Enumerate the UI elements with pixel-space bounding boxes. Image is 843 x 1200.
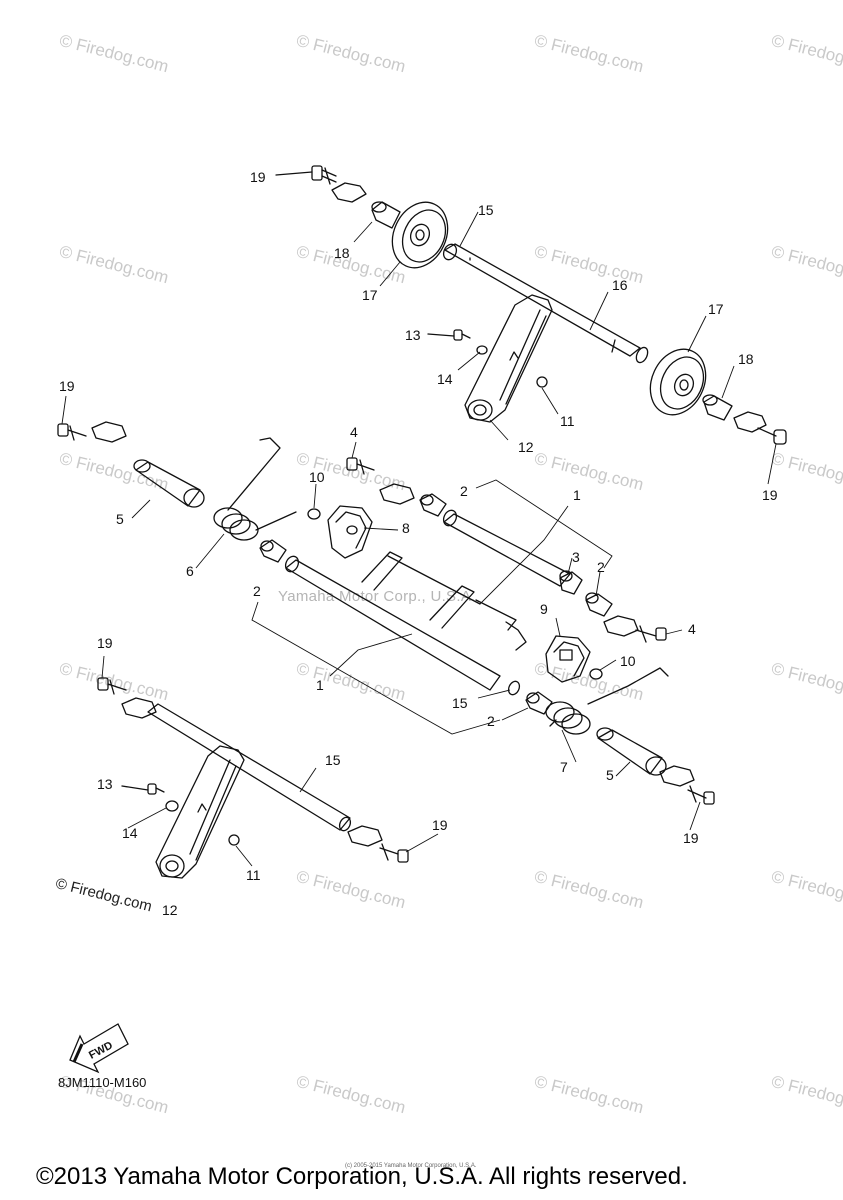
callout-label: 19 [683,830,699,846]
bolt-13-top [427,329,471,341]
tiny-copyright: (c) 2005-2015 Yamaha Motor Corporation, … [345,1163,477,1169]
spring-6 [213,437,297,541]
callout-label: 10 [309,469,325,485]
bolt-13-bottom [121,783,165,795]
bolt-19-left [57,423,87,441]
callout-label: 19 [97,635,113,651]
wheel-17-top [391,201,449,269]
callout-label: 12 [518,439,534,455]
callout-label: 15 [478,202,494,218]
bracket-9 [545,635,591,683]
bolt-4-right [635,625,667,643]
callout-label: 14 [122,825,138,841]
bolt-19-right [757,427,787,445]
bracket-8 [327,505,373,559]
washer-right-lower [659,765,695,787]
callout-label: 13 [97,776,113,792]
callout-label: 4 [350,424,358,440]
collar-2-b [585,592,613,617]
callout-label: 5 [606,767,614,783]
callout-label: 10 [620,653,636,669]
nut-11-top [536,376,548,388]
washer-bottom-right [347,825,383,847]
washer-mid [379,483,415,505]
fwd-arrow-icon: FWD [69,1023,129,1074]
nut-11-bottom [228,834,240,846]
collar-2-d [525,691,553,715]
callout-label: 3 [572,549,580,565]
frame-1 [284,509,571,691]
collar-2-a [419,493,447,517]
collar-3 [559,570,583,595]
washer-right [733,411,767,433]
collar-18-top [371,201,401,229]
washer-bottom-left [121,697,157,719]
callout-label: 6 [186,563,194,579]
callout-label: 12 [162,902,178,918]
callout-label: 13 [405,327,421,343]
diagram-code: 8JM1110-M160 [58,1075,147,1090]
callout-label: 19 [432,817,448,833]
leader-lines [61,211,777,867]
callout-label: 2 [253,583,261,599]
bolt-19-bottom-right [379,843,409,863]
callout-label: 5 [116,511,124,527]
callout-label: 15 [452,695,468,711]
callout-label: 19 [762,487,778,503]
washer-mid-right [603,615,639,637]
callout-label: 17 [362,287,378,303]
washer-top-left [331,182,367,203]
callout-label: 17 [708,301,724,317]
callout-label: 1 [573,487,581,503]
washer-left [91,421,127,443]
sleeve-5-left [133,459,205,508]
callout-label: 18 [738,351,754,367]
bolt-19-bottom [97,677,127,695]
callout-label: 9 [540,601,548,617]
bolt-19-right-lower [687,785,715,805]
callout-label: 14 [437,371,453,387]
callout-label: 7 [560,759,568,775]
washer-14-top [476,345,488,355]
shaft-top [442,243,649,364]
spring-7 [545,667,669,735]
clip-10-top [307,508,321,520]
callout-label: 4 [688,621,696,637]
collar-18-right [702,394,733,421]
wheel-17-right [649,348,707,416]
collar-2-c [259,539,287,563]
clip-10-right [589,668,603,680]
bolt-4-top [346,457,375,475]
arm-12-bottom [155,745,245,879]
copyright-notice: ©2013 Yamaha Motor Corporation, U.S.A. A… [36,1163,688,1190]
bolt-19-top [275,165,337,185]
shaft-bottom [147,703,352,832]
callout-label: 2 [460,483,468,499]
callout-label: 8 [402,520,410,536]
shaft-end-15-mid [507,680,521,696]
callout-label: 19 [250,169,266,185]
arm-12-top [464,294,553,423]
callout-label: 15 [325,752,341,768]
callout-label: 2 [487,713,495,729]
callout-label: 11 [560,413,575,429]
callout-label: 19 [59,378,75,394]
callout-label: 11 [246,867,261,883]
callout-label: 18 [334,245,350,261]
callout-label: 2 [597,559,605,575]
sleeve-5-right [596,727,667,776]
callout-label: 16 [612,277,628,293]
callout-label: 1 [316,677,324,693]
washer-14-bottom [165,800,179,812]
